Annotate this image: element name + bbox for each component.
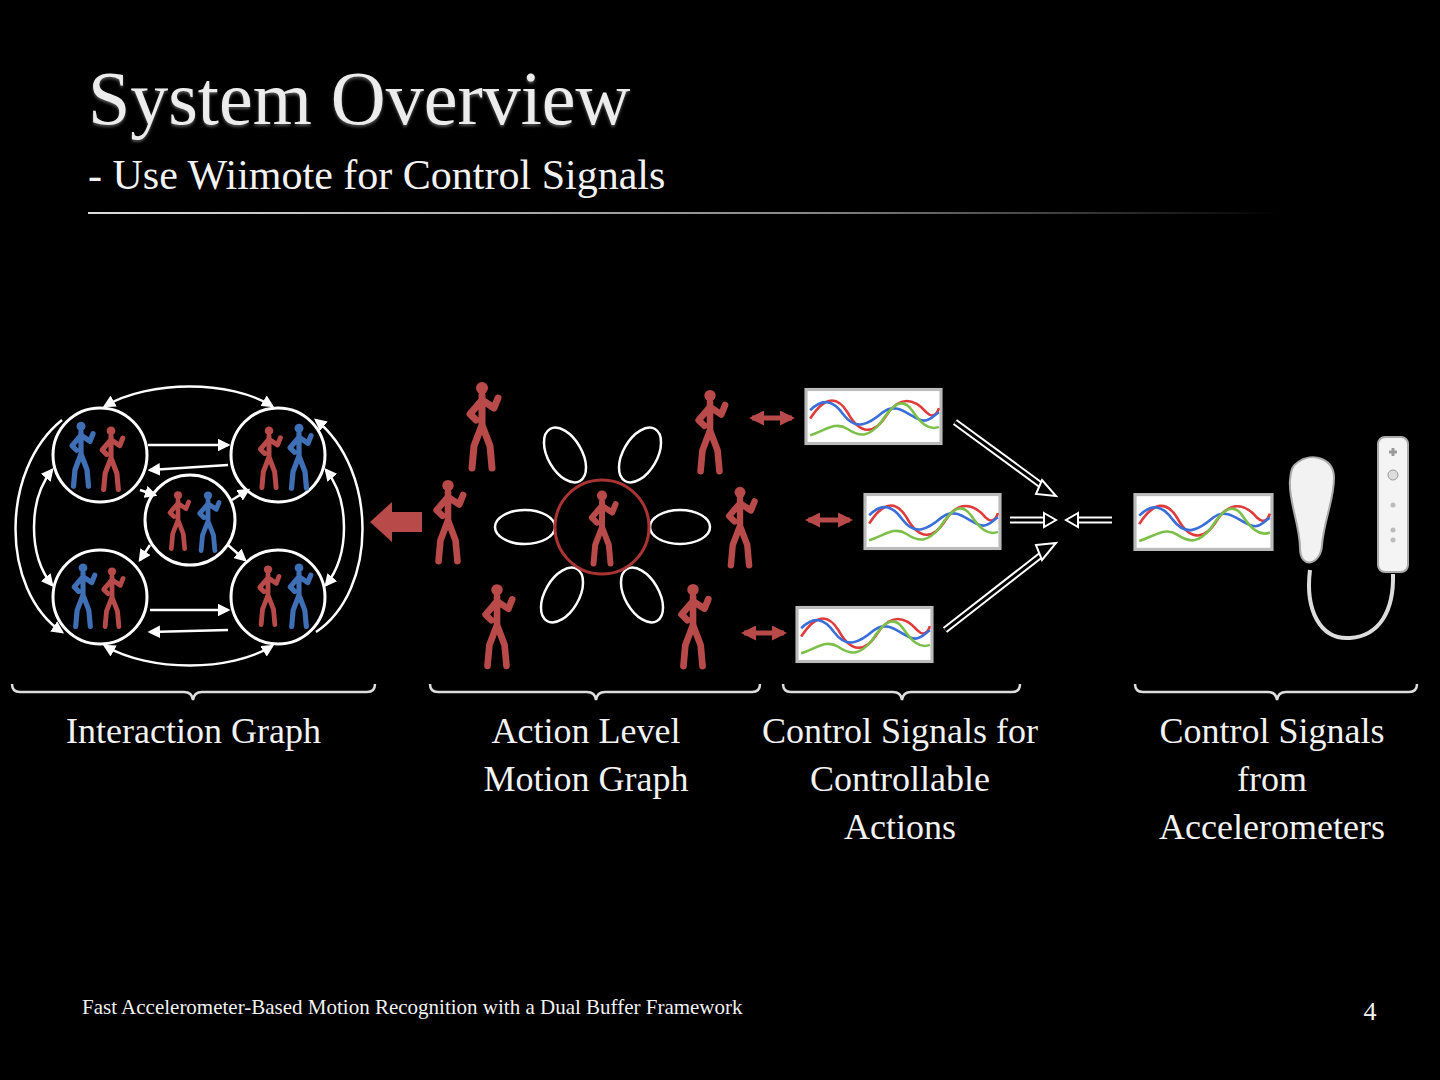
- wiimote: [1290, 437, 1408, 638]
- footer-caption: Fast Accelerometer-Based Motion Recognit…: [82, 996, 1082, 1019]
- signal-plots: [797, 390, 1272, 662]
- slide-subtitle: - Use Wiimote for Control Signals: [88, 152, 1288, 198]
- page-number: 4: [1340, 998, 1400, 1027]
- section-label: Control Signals for Controllable Actions: [760, 708, 1040, 852]
- match-arrows: [945, 422, 1112, 630]
- interaction-graph: [16, 387, 363, 666]
- section-braces: [12, 684, 1417, 700]
- action-motion-graph: [495, 421, 710, 630]
- interaction-figures: [72, 422, 311, 627]
- compose-arrow: [370, 502, 422, 542]
- title-rule: [88, 212, 1278, 214]
- section-label: Action Level Motion Graph: [456, 708, 716, 804]
- section-label: Control Signals from Accelerometers: [1127, 708, 1417, 852]
- mapping-arrows: [744, 418, 850, 633]
- slide-title: System Overview: [88, 60, 1288, 136]
- action-figures: [437, 382, 755, 666]
- section-label: Interaction Graph: [12, 708, 375, 756]
